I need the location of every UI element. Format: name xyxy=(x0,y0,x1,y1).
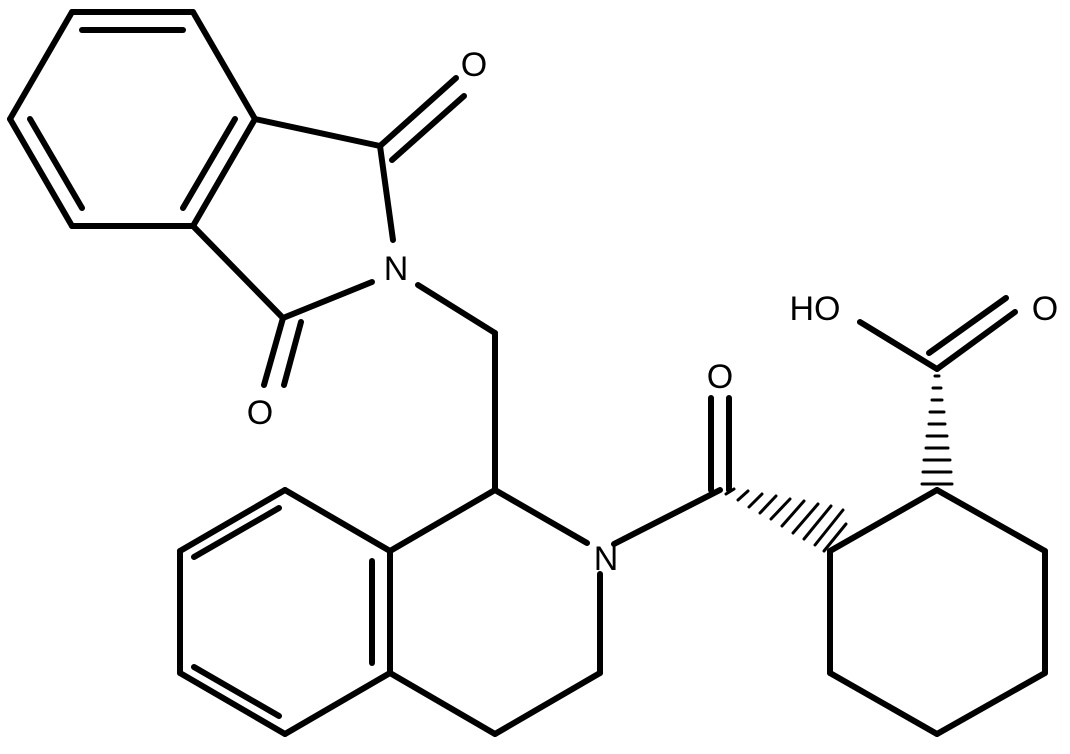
bond xyxy=(190,116,258,229)
bond xyxy=(827,670,940,737)
bond xyxy=(7,9,75,122)
bond xyxy=(934,670,1048,737)
stereo-hash-bond xyxy=(920,374,954,486)
phthalimide-imide-ring xyxy=(190,75,467,388)
aromatic-inner-bond xyxy=(191,505,282,560)
atom-label-hydroxyl: HO xyxy=(790,290,841,328)
bond xyxy=(280,279,375,321)
bond xyxy=(857,319,940,372)
tetrahydroisoquinoline xyxy=(177,487,603,737)
cyclohexane-ring xyxy=(827,487,1048,737)
bond xyxy=(190,223,286,321)
bond xyxy=(387,487,498,554)
carbonyl-bond xyxy=(389,93,467,163)
atom-label-o-acid: O xyxy=(1032,290,1058,328)
bond xyxy=(492,487,590,546)
bond xyxy=(934,487,1048,554)
bond xyxy=(177,487,288,554)
bond xyxy=(377,143,396,243)
atom-label-o-amide: O xyxy=(707,358,733,396)
atom-label-n-isoquinoline: N xyxy=(594,540,619,578)
carbonyl-bond xyxy=(281,319,304,388)
atom-label-o-phthalimide-bottom: O xyxy=(247,394,273,432)
carboxylic-acid xyxy=(857,295,1018,372)
bond xyxy=(190,9,258,122)
amide-carbonyl xyxy=(611,395,732,547)
carbonyl-bond xyxy=(377,75,459,149)
phthalimide-benzene-ring xyxy=(7,9,258,229)
bond xyxy=(827,487,940,554)
aromatic-inner-bond xyxy=(180,116,238,211)
bond xyxy=(177,670,288,737)
methylene-linker xyxy=(415,282,498,493)
bond xyxy=(282,670,393,737)
atom-label-o-phthalimide-top: O xyxy=(461,46,487,84)
bond xyxy=(282,487,393,554)
bond xyxy=(7,116,75,229)
aromatic-inner-bond xyxy=(191,664,282,719)
bond xyxy=(611,487,723,547)
bond xyxy=(387,670,498,737)
carbonyl-bond xyxy=(934,309,1018,372)
carbonyl-bond xyxy=(926,295,1009,356)
bond xyxy=(492,670,603,737)
stereo-hash-bond xyxy=(724,487,848,553)
aromatic-inner-bond xyxy=(27,116,85,211)
carbonyl-bond xyxy=(261,315,286,388)
bond xyxy=(415,282,498,336)
bond xyxy=(252,116,383,149)
atom-label-n-phthalimide: N xyxy=(384,250,409,288)
